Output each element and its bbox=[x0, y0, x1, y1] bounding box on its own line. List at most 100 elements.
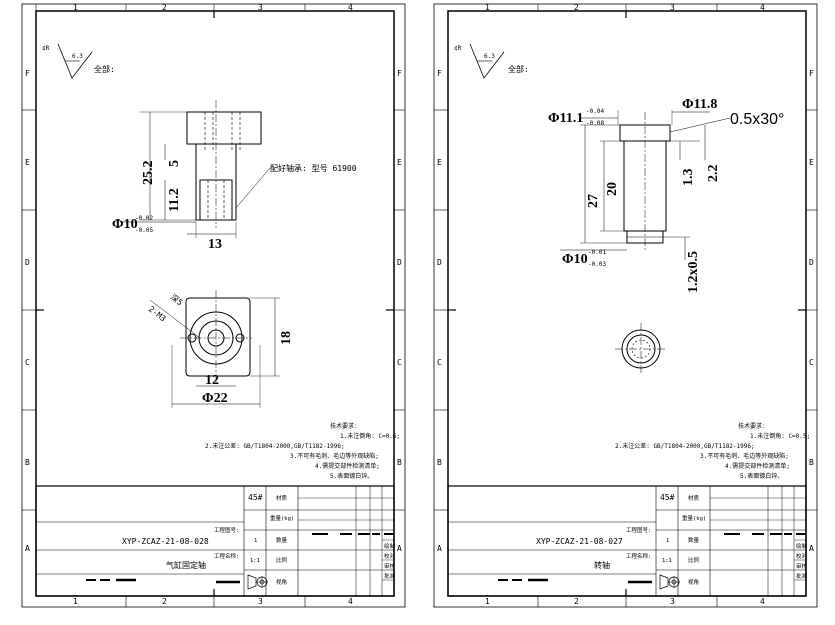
zone-label: 3 bbox=[258, 3, 263, 12]
zone-label: C bbox=[25, 358, 30, 367]
zone-label: A bbox=[25, 544, 30, 553]
zone-label: 3 bbox=[670, 3, 675, 12]
zone-label: 3 bbox=[670, 597, 675, 606]
sign-label: 校对 bbox=[796, 552, 808, 560]
zone-label: E bbox=[437, 158, 442, 167]
left-title-block-text: 45# 材质 重量(kg) 1 数量 1:1 比例 视角 绘制 校对 审核 批准… bbox=[122, 493, 396, 586]
material-label: 材质 bbox=[688, 494, 700, 502]
dim-text: 深5 bbox=[169, 292, 185, 307]
dim-text: 2-M3 bbox=[147, 304, 168, 323]
sign-label: 审核 bbox=[796, 562, 808, 570]
zone-label: 1 bbox=[73, 597, 78, 606]
dim-text: 11.2 bbox=[167, 188, 182, 212]
right-tech-notes: 技术要求: 1.未注倒角: C=0.5; 2.未注公差: GB/T1804-20… bbox=[615, 422, 810, 480]
zone-label: E bbox=[809, 158, 814, 167]
tech-note: 3.不可有毛刺、毛边等外观缺陷; bbox=[700, 452, 789, 460]
zone-label: B bbox=[397, 458, 402, 467]
weight-label: 重量(kg) bbox=[682, 514, 706, 522]
drawing-no-label: 工程图号: bbox=[626, 526, 651, 534]
zone-label: E bbox=[25, 158, 30, 167]
zone-label: 1 bbox=[485, 3, 490, 12]
scale-value: 1:1 bbox=[250, 558, 260, 564]
left-zone-labels: 1 2 3 4 1 2 3 4 F E D C B A F E D C B A bbox=[25, 3, 402, 606]
left-roughness-symbol: ¢R 6.3 全部: bbox=[42, 43, 115, 79]
dim-text: Φ11.8 bbox=[682, 97, 717, 112]
zone-label: C bbox=[437, 358, 442, 367]
view-label: 视角 bbox=[688, 578, 699, 586]
part-name-label: 工程名称: bbox=[214, 552, 239, 560]
right-part-front-view bbox=[560, 110, 731, 260]
dim-tol-upper: -0.04 bbox=[586, 108, 604, 115]
zone-label: D bbox=[809, 258, 814, 267]
right-part-top-view bbox=[615, 323, 667, 375]
tech-note: 2.未注公差: GB/T1804-2000,GB/T1182-1996; bbox=[615, 442, 755, 450]
dim-text: 18 bbox=[279, 331, 294, 345]
zone-label: 1 bbox=[73, 3, 78, 12]
sign-label: 校对 bbox=[384, 552, 396, 560]
tech-title: 技术要求: bbox=[330, 422, 358, 430]
left-top-dims: 18 12 Φ22 2-M3 深5 bbox=[147, 292, 294, 406]
left-part-top-view bbox=[149, 290, 280, 408]
sign-label: 批准 bbox=[796, 572, 808, 580]
scale-label: 比例 bbox=[688, 556, 700, 564]
left-tech-notes: 技术要求: 1.未注倒角: C=0.5; 2.未注公差: GB/T1804-20… bbox=[205, 422, 400, 480]
tech-note: 5.表面镀白锌。 bbox=[740, 472, 783, 480]
part-name: 转轴 bbox=[594, 560, 610, 570]
dim-text: 2.2 bbox=[706, 165, 721, 183]
material-value: 45# bbox=[660, 493, 675, 502]
right-front-dims: Φ11.1 -0.04 -0.08 Φ11.8 0.5x30° 20 27 1.… bbox=[548, 97, 784, 293]
zone-label: 2 bbox=[574, 3, 579, 12]
left-title-block bbox=[35, 485, 395, 597]
drawing-no-label: 工程图号: bbox=[214, 526, 239, 534]
zone-label: F bbox=[397, 69, 402, 78]
tech-note: 1.未注倒角: C=0.5; bbox=[750, 432, 810, 440]
zone-label: C bbox=[397, 358, 402, 367]
right-title-block bbox=[447, 485, 807, 597]
right-title-block-text: 45# 材质 重量(kg) 1 数量 1:1 比例 视角 绘制 校对 审核 批准… bbox=[536, 493, 808, 586]
left-front-dims: 25.2 5 11.2 13 Φ10 -0.02 -0.05 配好轴承: 型号 … bbox=[112, 160, 357, 252]
zone-label: 1 bbox=[485, 597, 490, 606]
bearing-callout: 配好轴承: 型号 61900 bbox=[270, 163, 357, 173]
sign-label: 绘制 bbox=[384, 542, 396, 550]
zone-label: 4 bbox=[348, 3, 353, 12]
weight-label: 重量(kg) bbox=[270, 514, 294, 522]
material-value: 45# bbox=[248, 493, 263, 502]
dim-text: Φ22 bbox=[202, 391, 228, 406]
zone-label: B bbox=[809, 458, 814, 467]
drawing-number: XYP-ZCAZ-21-08-028 bbox=[122, 537, 209, 546]
zone-label: 2 bbox=[574, 597, 579, 606]
zone-label: D bbox=[25, 258, 30, 267]
dim-text: 1.3 bbox=[681, 169, 696, 187]
tech-note: 4.需提交部件检测清单; bbox=[315, 462, 380, 470]
dim-text: 20 bbox=[605, 182, 620, 196]
dim-text: 27 bbox=[586, 194, 601, 208]
material-label: 材质 bbox=[276, 494, 288, 502]
zone-label: 3 bbox=[258, 597, 263, 606]
drawing-number: XYP-ZCAZ-21-08-027 bbox=[536, 537, 623, 546]
tech-note: 1.未注倒角: C=0.5; bbox=[340, 432, 400, 440]
sign-label: 绘制 bbox=[796, 542, 808, 550]
zone-label: F bbox=[437, 69, 442, 78]
zone-label: E bbox=[397, 158, 402, 167]
left-sheet bbox=[21, 3, 406, 608]
right-zone-labels: 1 2 3 4 1 2 3 4 F E D C B A F E D C B A bbox=[437, 3, 814, 606]
roughness-value: 6.3 bbox=[72, 53, 83, 60]
zone-label: A bbox=[397, 544, 402, 553]
dim-tol-upper: -0.01 bbox=[588, 249, 606, 256]
roughness-note: 全部: bbox=[508, 64, 529, 74]
dim-text: 25.2 bbox=[141, 161, 156, 186]
zone-label: 2 bbox=[162, 3, 167, 12]
dim-text: 5 bbox=[167, 160, 182, 167]
tech-note: 2.未注公差: GB/T1804-2000,GB/T1182-1996; bbox=[205, 442, 345, 450]
chamfer-callout: 0.5x30° bbox=[730, 111, 784, 128]
zone-label: B bbox=[437, 458, 442, 467]
zone-label: 4 bbox=[348, 597, 353, 606]
zone-label: A bbox=[437, 544, 442, 553]
zone-label: D bbox=[397, 258, 402, 267]
roughness-note: 全部: bbox=[94, 64, 115, 74]
dim-tol-lower: -0.08 bbox=[586, 120, 604, 127]
dim-text: Φ11.1 bbox=[548, 111, 583, 126]
part-name-label: 工程名称: bbox=[626, 552, 651, 560]
qty-value: 1 bbox=[254, 538, 257, 544]
